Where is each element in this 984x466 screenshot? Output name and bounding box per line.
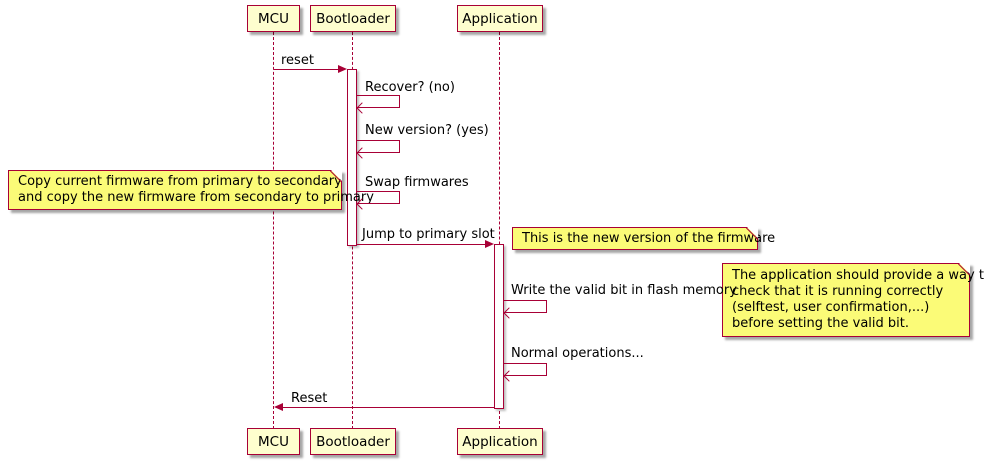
participant-mcu-top-label: MCU bbox=[258, 10, 289, 27]
activation-bar-application bbox=[494, 244, 504, 409]
self-message-recover-label: Recover? (no) bbox=[365, 80, 455, 95]
self-message-write-valid-bit-label: Write the valid bit in flash memory bbox=[511, 283, 737, 298]
message-reset-arrowhead-icon bbox=[338, 65, 347, 73]
self-message-recover-line bbox=[357, 95, 400, 108]
self-message-swap-firmwares-line bbox=[357, 191, 400, 204]
lifeline-application bbox=[499, 32, 500, 429]
note-valid-bit-info-line-2: check that it is running correctly bbox=[732, 284, 944, 299]
participant-bootloader-bottom: Bootloader bbox=[310, 428, 396, 455]
participant-application-top: Application bbox=[457, 5, 543, 32]
message-reset-line bbox=[274, 69, 338, 70]
message-jump-to-primary-arrowhead-icon bbox=[485, 240, 494, 248]
note-valid-bit-info-line-1: The application should provide a way to bbox=[732, 268, 984, 283]
participant-bootloader-top: Bootloader bbox=[310, 5, 396, 32]
participant-mcu-bottom-label: MCU bbox=[258, 433, 289, 450]
message-jump-to-primary-line bbox=[357, 244, 485, 245]
message-reset-return-arrowhead-icon bbox=[274, 403, 283, 411]
note-copy-firmware-line-2: and copy the new firmware from secondary… bbox=[18, 190, 374, 205]
participant-bootloader-top-label: Bootloader bbox=[316, 10, 390, 27]
participant-mcu-bottom: MCU bbox=[247, 428, 300, 455]
self-message-new-version-label: New version? (yes) bbox=[365, 123, 489, 138]
message-reset-return-label: Reset bbox=[291, 391, 328, 406]
message-reset-return-line bbox=[283, 407, 494, 408]
note-valid-bit-info-line-3: (selftest, user confirmation,...) bbox=[732, 300, 930, 315]
note-new-version-info-line-1: This is the new version of the firmware bbox=[522, 231, 776, 246]
participant-bootloader-bottom-label: Bootloader bbox=[316, 433, 390, 450]
note-valid-bit-info-line-4: before setting the valid bit. bbox=[732, 316, 909, 331]
self-message-normal-operations-line bbox=[504, 363, 547, 376]
message-jump-to-primary-label: Jump to primary slot bbox=[362, 227, 495, 242]
lifeline-mcu bbox=[273, 32, 274, 429]
note-new-version-info: This is the new version of the firmware bbox=[512, 227, 776, 250]
activation-bar-bootloader bbox=[347, 69, 357, 246]
note-valid-bit-info: The application should provide a way to … bbox=[722, 263, 984, 337]
participant-application-top-label: Application bbox=[462, 10, 538, 27]
self-message-swap-firmwares-label: Swap firmwares bbox=[365, 175, 469, 190]
self-message-normal-operations-label: Normal operations... bbox=[511, 346, 644, 361]
self-message-write-valid-bit-line bbox=[504, 300, 547, 313]
participant-mcu-top: MCU bbox=[247, 5, 300, 32]
note-copy-firmware-line-1: Copy current firmware from primary to se… bbox=[18, 174, 342, 189]
participant-application-bottom-label: Application bbox=[462, 433, 538, 450]
note-copy-firmware: Copy current firmware from primary to se… bbox=[8, 170, 374, 210]
participant-application-bottom: Application bbox=[457, 428, 543, 455]
self-message-new-version-line bbox=[357, 140, 400, 153]
message-reset-label: reset bbox=[281, 53, 314, 68]
